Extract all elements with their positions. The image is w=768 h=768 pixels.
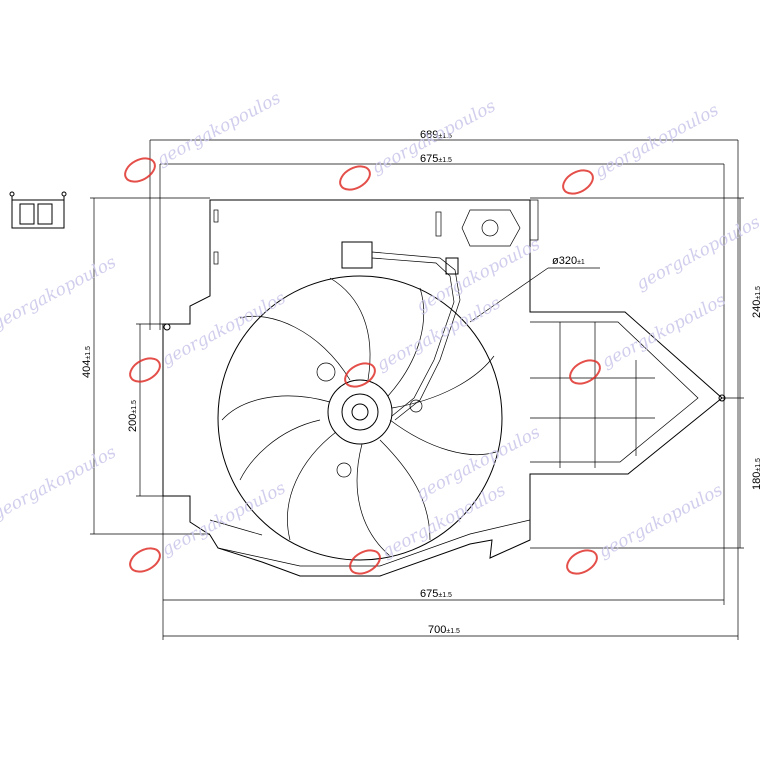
watermark-text: georgakopoulos: [0, 252, 120, 334]
fan-blades: [217, 275, 503, 561]
dim-fan-diameter: ø320±1: [552, 255, 585, 267]
svg-text:georgakopoulos: georgakopoulos: [158, 288, 289, 370]
svg-text:georgakopoulos: georgakopoulos: [153, 88, 284, 170]
dim-width-inner-bottom: 675±1.5: [420, 588, 452, 600]
svg-text:georgakopoulos: georgakopoulos: [598, 290, 729, 372]
svg-text:georgakopoulos: georgakopoulos: [158, 478, 289, 560]
dim-height-right-upper: 240±1.5: [751, 286, 763, 318]
dim-height-right-lower: 180±1.5: [751, 458, 763, 490]
watermark-logo: georgakopoulos: [562, 100, 722, 195]
svg-text:georgakopoulos: georgakopoulos: [595, 480, 726, 562]
watermark-text: georgakopoulos: [633, 212, 764, 294]
svg-text:georgakopoulos: georgakopoulos: [0, 442, 120, 524]
watermark-logo: georgakopoulos: [124, 88, 284, 183]
watermark-logo: georgakopoulos: [569, 290, 729, 385]
dimension-labels: 689±1.5 675±1.5 675±1.5 700±1.5 ø320±1 4…: [81, 129, 763, 636]
watermarks: georgakopoulos georgakopoulos georgakopo…: [0, 88, 764, 575]
svg-text:georgakopoulos: georgakopoulos: [591, 100, 722, 182]
svg-text:georgakopoulos: georgakopoulos: [633, 212, 764, 294]
svg-text:georgakopoulos: georgakopoulos: [0, 252, 120, 334]
watermark-logo: georgakopoulos: [129, 288, 289, 383]
dim-width-top: 689±1.5: [420, 129, 452, 141]
watermark-logo: georgakopoulos: [339, 96, 499, 191]
dim-height-left-inner: 200±1.5: [127, 400, 139, 432]
watermark-logo: georgakopoulos: [129, 478, 289, 573]
dim-width-inner-top: 675±1.5: [420, 153, 452, 165]
watermark-logo: georgakopoulos: [566, 480, 726, 575]
dimension-lines: [90, 139, 744, 640]
side-view-icon: [9, 191, 67, 229]
watermark-text: georgakopoulos: [0, 442, 120, 524]
svg-text:georgakopoulos: georgakopoulos: [368, 96, 499, 178]
dim-height-left: 404±1.5: [81, 346, 93, 378]
dim-width-total: 700±1.5: [428, 624, 460, 636]
